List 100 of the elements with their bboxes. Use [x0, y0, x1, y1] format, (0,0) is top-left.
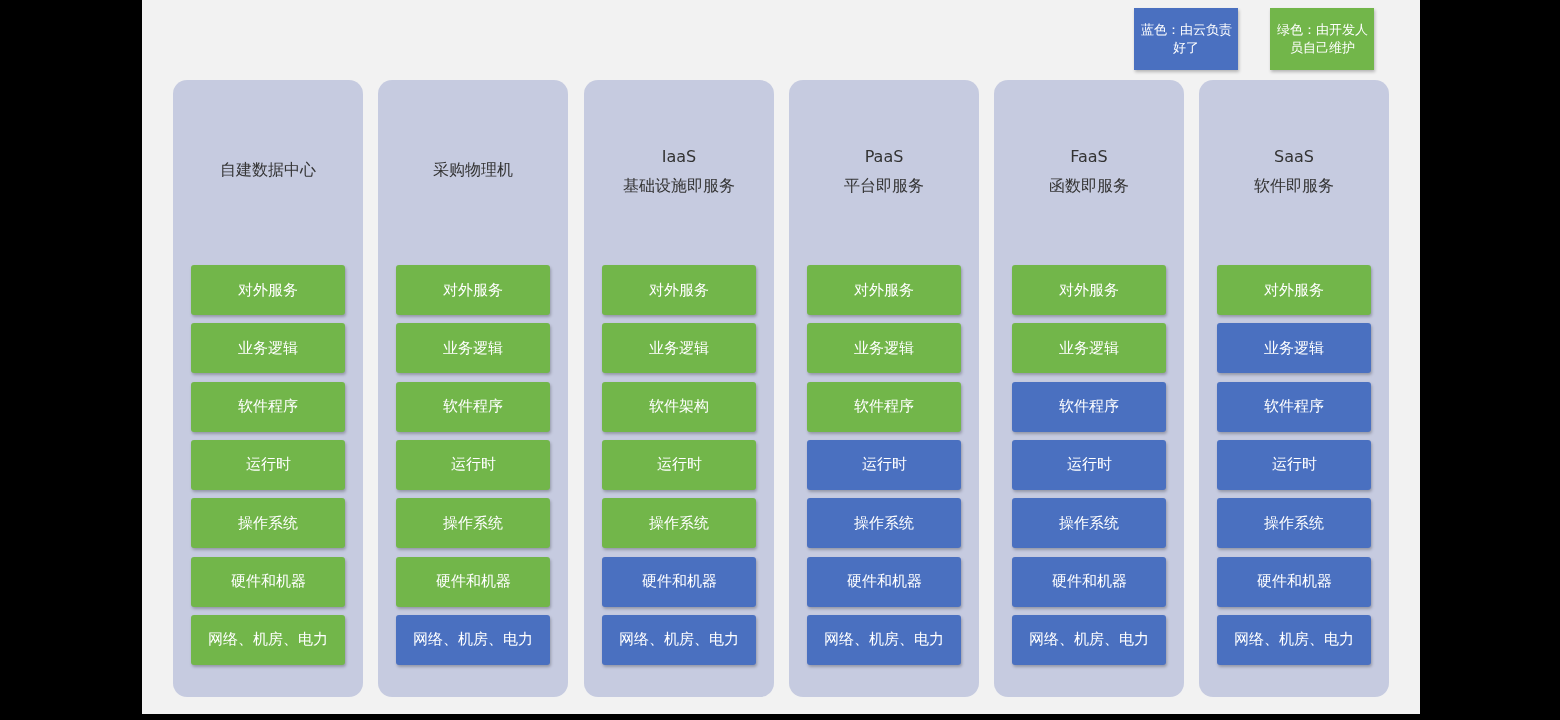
layer-box — [1217, 381, 1371, 432]
layer-label: 对外服务 — [649, 280, 709, 300]
layer-label: 操作系统 — [854, 513, 914, 533]
layer-label: 硬件和机器 — [846, 572, 922, 591]
column-title: FaaS — [1069, 146, 1109, 168]
layer-label: 软件程序 — [443, 397, 503, 417]
layer-label: 网络、机房、电力 — [413, 630, 533, 650]
column-panel — [789, 80, 979, 697]
layer-label: 软件架构 — [649, 397, 709, 417]
layer-label: 网络、机房、电力 — [208, 630, 328, 650]
layer-box — [807, 556, 961, 607]
layer-box — [602, 323, 756, 374]
layer-box — [1217, 439, 1371, 490]
layer-box — [396, 439, 550, 490]
column-title: IaaS — [660, 146, 698, 168]
layer-label: 运行时 — [656, 455, 702, 475]
legend-text: 蓝色：由云负责好了 — [1140, 21, 1232, 57]
layer-label: 运行时 — [1271, 455, 1317, 475]
column-title: 采购物理机 — [432, 159, 514, 181]
layer-box — [1012, 323, 1166, 374]
layer-box — [191, 439, 345, 490]
layer-label: 业务逻辑 — [443, 338, 503, 358]
legend-text: 绿色：由开发人员自己维护 — [1276, 21, 1368, 57]
column-panel — [994, 80, 1184, 697]
layer-box — [191, 614, 345, 665]
layer-label: 业务逻辑 — [854, 338, 914, 358]
layer-box — [807, 439, 961, 490]
column-title: 函数即服务 — [1048, 175, 1130, 197]
layer-box — [191, 381, 345, 432]
layer-box — [396, 556, 550, 607]
layer-box — [1012, 614, 1166, 665]
layer-label: 操作系统 — [238, 513, 298, 533]
layer-label: 软件程序 — [238, 397, 298, 417]
layer-box — [602, 265, 756, 315]
layer-box — [396, 614, 550, 665]
layer-label: 软件程序 — [1059, 397, 1119, 417]
layer-label: 软件程序 — [1264, 397, 1324, 417]
layer-label: 操作系统 — [649, 513, 709, 533]
layer-box — [191, 265, 345, 315]
layer-box — [1217, 498, 1371, 549]
layer-box — [1012, 439, 1166, 490]
layer-box — [602, 381, 756, 432]
layer-label: 网络、机房、电力 — [619, 630, 739, 650]
layer-label: 业务逻辑 — [1059, 338, 1119, 358]
layer-box — [807, 381, 961, 432]
column-title: 自建数据中心 — [219, 159, 317, 181]
column-title: 软件即服务 — [1253, 175, 1335, 197]
column-title: 基础设施即服务 — [622, 175, 736, 197]
column-title: SaaS — [1273, 146, 1315, 168]
layer-box — [602, 614, 756, 665]
layer-label: 硬件和机器 — [435, 572, 511, 591]
layer-label: 软件程序 — [854, 397, 914, 417]
layer-box — [1217, 614, 1371, 665]
column-title: PaaS — [863, 146, 905, 168]
layer-label: 业务逻辑 — [1264, 338, 1324, 358]
column-panel — [1199, 80, 1389, 697]
layer-label: 业务逻辑 — [238, 338, 298, 358]
layer-label: 网络、机房、电力 — [1234, 630, 1354, 650]
layer-box — [602, 556, 756, 607]
layer-box — [1012, 498, 1166, 549]
column-panel — [584, 80, 774, 697]
layer-label: 业务逻辑 — [649, 338, 709, 358]
layer-box — [1012, 265, 1166, 315]
layer-box — [396, 381, 550, 432]
layer-label: 操作系统 — [1264, 513, 1324, 533]
layer-label: 操作系统 — [443, 513, 503, 533]
layer-label: 对外服务 — [238, 280, 298, 300]
layer-label: 操作系统 — [1059, 513, 1119, 533]
layer-box — [396, 498, 550, 549]
layer-box — [1217, 556, 1371, 607]
column-title: 平台即服务 — [843, 175, 925, 197]
layer-box — [396, 265, 550, 315]
column-panel — [173, 80, 363, 697]
layer-box — [1012, 556, 1166, 607]
layer-label: 网络、机房、电力 — [824, 630, 944, 650]
layer-box — [807, 498, 961, 549]
layer-box — [807, 323, 961, 374]
column-panel — [378, 80, 568, 697]
layer-label: 硬件和机器 — [1256, 572, 1332, 591]
layer-box — [807, 614, 961, 665]
layer-box — [191, 556, 345, 607]
layer-box — [1217, 265, 1371, 315]
layer-box — [191, 323, 345, 374]
layer-label: 运行时 — [861, 455, 907, 475]
layer-label: 硬件和机器 — [641, 572, 717, 591]
layer-label: 硬件和机器 — [230, 572, 306, 591]
layer-box — [191, 498, 345, 549]
layer-box — [602, 439, 756, 490]
layer-label: 网络、机房、电力 — [1029, 630, 1149, 650]
layer-label: 运行时 — [1066, 455, 1112, 475]
layer-label: 硬件和机器 — [1051, 572, 1127, 591]
layer-box — [1217, 323, 1371, 374]
layer-box — [396, 323, 550, 374]
layer-label: 运行时 — [450, 455, 496, 475]
layer-box — [1012, 381, 1166, 432]
layer-label: 对外服务 — [854, 280, 914, 300]
layer-label: 对外服务 — [1059, 280, 1119, 300]
layer-box — [807, 265, 961, 315]
layer-box — [602, 498, 756, 549]
layer-label: 对外服务 — [1264, 280, 1324, 300]
